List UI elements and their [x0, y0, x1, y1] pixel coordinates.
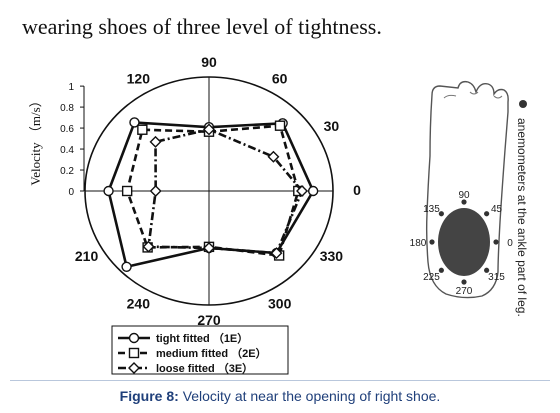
angle-label: 270 [197, 312, 221, 328]
caption-rule [10, 380, 550, 381]
data-point-circle [307, 185, 319, 197]
figure-label: Figure 8: [119, 388, 179, 404]
anemometer-dot [429, 239, 435, 245]
angle-label: 300 [268, 296, 292, 312]
angle-label: 90 [201, 54, 217, 70]
radial-tick-label: 0.8 [60, 103, 74, 114]
radar-labels: 0 0.2 0.4 0.6 0.8 1 0 30 60 90 120 210 240 270 300 330 [60, 54, 361, 328]
data-point-circle [129, 117, 140, 128]
anemometer-dot [484, 211, 490, 217]
legend-entry: tight fitted （1E） [156, 332, 248, 345]
data-point-diamond [128, 362, 140, 374]
anemometer-dot [438, 267, 444, 273]
chart-legend: tight fitted （1E） medium fitted （2E） loose… [111, 325, 289, 375]
data-point-circle [103, 185, 114, 197]
legend-box [111, 325, 289, 375]
data-point-diamond [267, 150, 280, 163]
anemometer-angle-label: 180 [410, 238, 427, 249]
radar-series-3 [142, 123, 308, 260]
figure-caption-text: Velocity at near the opening of right sh… [182, 388, 441, 404]
y-axis-label: Velocity （m/s） [28, 94, 43, 185]
angle-label: 120 [127, 70, 151, 86]
angle-label: 60 [272, 70, 288, 86]
angle-label: 30 [324, 118, 340, 134]
data-point-square [137, 124, 148, 135]
radial-tick-label: 0 [68, 187, 74, 198]
angle-label: 330 [320, 248, 344, 264]
legend-entry: medium fitted （2E） [156, 347, 267, 360]
anemometer-dot [461, 279, 467, 285]
angle-label: 210 [75, 248, 99, 264]
anemometer-angle-label: 315 [488, 272, 505, 283]
radar-series [103, 117, 319, 272]
data-point-diamond [149, 135, 162, 148]
data-point-diamond [296, 185, 308, 197]
radial-tick-label: 0.2 [60, 166, 74, 177]
data-point-square [274, 120, 286, 131]
data-point-diamond [203, 123, 215, 136]
heading-text: wearing shoes of three level of tightnes… [22, 14, 382, 39]
anemometer-note: anemometers at the ankle part of leg. [515, 118, 529, 317]
figure-caption: Figure 8: Velocity at near the opening o… [0, 388, 560, 404]
toe-line [443, 94, 457, 99]
anemometer-dot [493, 239, 499, 245]
toe-line [493, 95, 503, 99]
anemometer-angle-label: 135 [423, 204, 440, 215]
radial-tick-label: 1 [68, 82, 74, 93]
sensor-marker-icon [519, 100, 527, 108]
angle-label: 240 [127, 296, 151, 312]
anemometer-dot [461, 199, 467, 205]
radial-tick-label: 0.4 [60, 145, 74, 156]
data-point-square [121, 185, 133, 197]
data-point-diamond [142, 240, 155, 253]
radial-tick-label: 0.6 [60, 124, 74, 135]
data-point-circle [128, 332, 140, 344]
anemometer-dot [484, 267, 490, 273]
anemometer-angle-label: 90 [458, 190, 470, 201]
foot-diagram: 135 90 45 180 0 225 270 315 anemometers at the … [410, 80, 529, 317]
anemometer-angle-label: 225 [423, 272, 440, 283]
data-point-diamond [203, 242, 215, 254]
series-line [147, 128, 304, 255]
angle-label: 0 [353, 182, 361, 198]
data-point-square [128, 347, 140, 359]
anemometer-points: 135 90 45 180 0 225 270 315 [410, 190, 514, 297]
data-point-circle [121, 261, 132, 272]
ankle-opening [438, 208, 490, 276]
toe-line [469, 91, 479, 95]
legend-entry: loose fitted （3E） [156, 362, 253, 375]
anemometer-dot [438, 211, 444, 217]
anemometer-angle-label: 45 [491, 204, 503, 215]
data-point-diamond [149, 185, 162, 197]
anemometer-angle-label: 0 [507, 238, 513, 249]
data-point-diamond [270, 247, 283, 260]
anemometer-angle-label: 270 [456, 286, 473, 297]
